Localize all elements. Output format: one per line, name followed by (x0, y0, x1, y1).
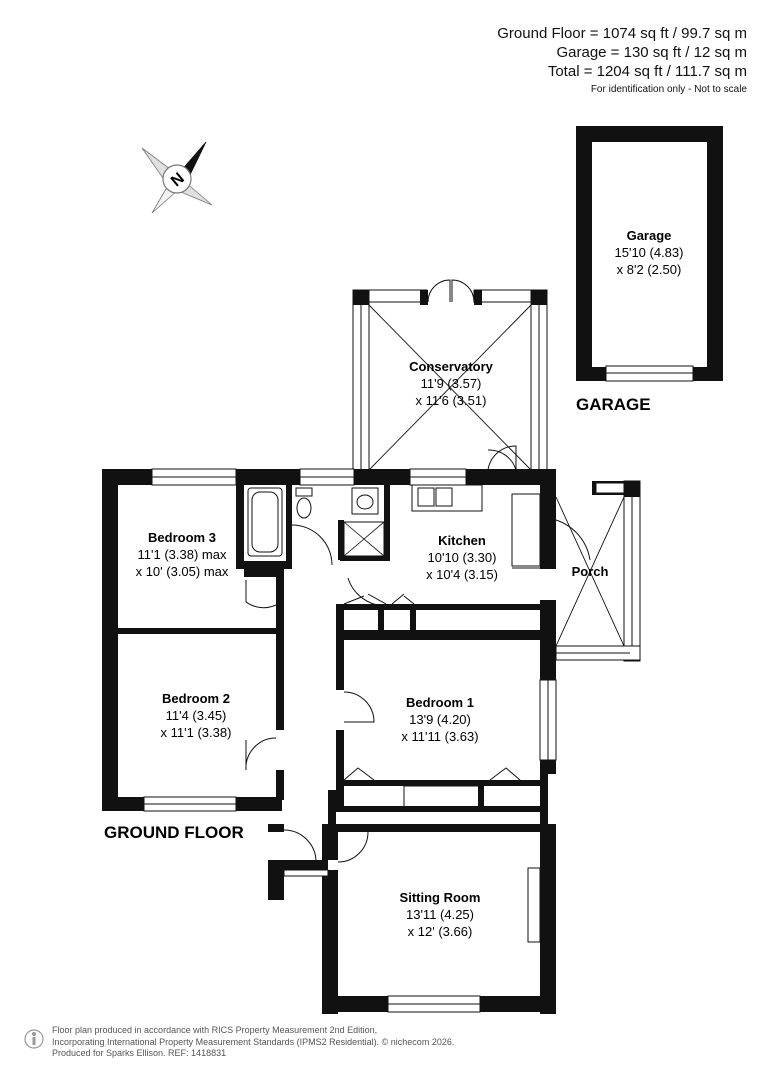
room-kitchen: Kitchen 10'10 (3.30) x 10'4 (3.15) (426, 533, 498, 582)
info-person-icon (24, 1029, 44, 1049)
footer-credits: Floor plan produced in accordance with R… (52, 1025, 454, 1060)
room-dimension: x 11'11 (3.63) (401, 729, 478, 744)
scale-note: For identification only - Not to scale (590, 84, 747, 95)
kitchen-fittings (343, 484, 541, 607)
room-dimension: x 10'4 (3.15) (426, 567, 498, 582)
room-name: Porch (572, 564, 609, 579)
room-dimension: x 10' (3.05) max (136, 564, 229, 579)
room-dimension: x 8'2 (2.50) (617, 262, 682, 277)
room-name: Sitting Room (400, 890, 481, 905)
room-dimension: 13'9 (4.20) (409, 712, 471, 727)
bathroom-fixtures (247, 487, 385, 566)
ground-floor-area: Ground Floor = 1074 sq ft / 99.7 sq m (497, 25, 747, 42)
room-porch: Porch (572, 564, 609, 579)
room-name: Kitchen (438, 533, 486, 548)
room-name: Bedroom 3 (148, 530, 216, 545)
compass-icon: N (141, 141, 213, 214)
garage-section-label: GARAGE (576, 395, 651, 414)
room-name: Garage (627, 228, 672, 243)
conservatory-structure (352, 279, 548, 474)
house-walls (102, 468, 641, 1014)
room-name: Bedroom 1 (406, 695, 474, 710)
room-dimension: 10'10 (3.30) (428, 550, 497, 565)
area-summary: Ground Floor = 1074 sq ft / 99.7 sq m Ga… (497, 24, 747, 97)
room-bedroom-3: Bedroom 3 11'1 (3.38) max x 10' (3.05) m… (136, 530, 229, 579)
room-dimension: 11'4 (3.45) (166, 708, 227, 723)
garage-area: Garage = 130 sq ft / 12 sq m (556, 44, 747, 61)
total-area: Total = 1204 sq ft / 111.7 sq m (547, 63, 747, 80)
room-dimension: x 11'1 (3.38) (161, 725, 232, 740)
room-dimension: 13'11 (4.25) (406, 907, 474, 922)
room-dimension: x 11'6 (3.51) (416, 393, 487, 408)
room-dimension: 11'9 (3.57) (421, 376, 482, 391)
room-dimension: 15'10 (4.83) (615, 245, 684, 260)
ground-floor-label: GROUND FLOOR (104, 823, 244, 842)
room-bedroom-2: Bedroom 2 11'4 (3.45) x 11'1 (3.38) (161, 691, 232, 740)
garage-building (576, 126, 723, 382)
room-name: Conservatory (409, 359, 494, 374)
room-conservatory: Conservatory 11'9 (3.57) x 11'6 (3.51) (409, 359, 494, 408)
footer-line: Produced for Sparks Ellison. REF: 141883… (52, 1048, 227, 1058)
room-bedroom-1: Bedroom 1 13'9 (4.20) x 11'11 (3.63) (401, 695, 478, 744)
footer-line: Incorporating International Property Mea… (52, 1036, 455, 1047)
room-sitting-room: Sitting Room 13'11 (4.25) x 12' (3.66) (400, 890, 481, 939)
room-dimension: 11'1 (3.38) max (138, 547, 227, 562)
room-garage: Garage 15'10 (4.83) x 8'2 (2.50) (615, 228, 684, 277)
door-swings (245, 449, 521, 863)
room-name: Bedroom 2 (162, 691, 230, 706)
footer-line: Floor plan produced in accordance with R… (52, 1025, 378, 1035)
room-dimension: x 12' (3.66) (408, 924, 473, 939)
